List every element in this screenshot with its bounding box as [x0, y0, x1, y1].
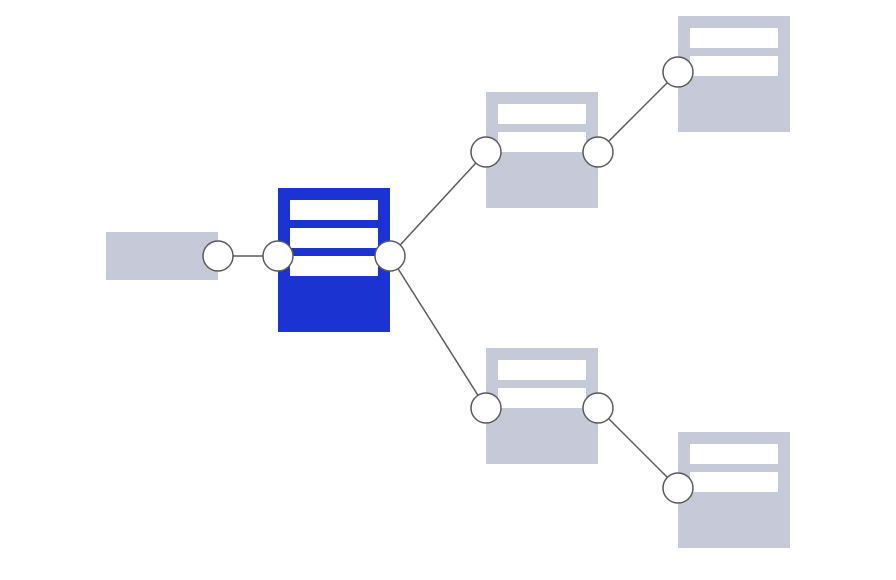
edge-center-to-lower-middle[interactable] — [389, 255, 487, 409]
source-output-port[interactable] — [202, 240, 234, 272]
edges-layer — [218, 71, 679, 489]
node-field — [498, 360, 586, 380]
lower-middle-output-port[interactable] — [582, 392, 614, 424]
upper-middle-output-port[interactable] — [582, 136, 614, 168]
node-upper-middle[interactable] — [486, 92, 598, 208]
node-body[interactable] — [106, 232, 218, 280]
edge-center-to-upper-middle[interactable] — [389, 151, 487, 257]
node-field — [690, 56, 778, 76]
node-center[interactable] — [278, 188, 390, 332]
upper-middle-input-port[interactable] — [470, 136, 502, 168]
lower-right-input-port[interactable] — [662, 472, 694, 504]
node-field — [498, 132, 586, 152]
node-upper-right[interactable] — [678, 16, 790, 132]
node-field — [498, 388, 586, 408]
node-source[interactable] — [106, 232, 218, 280]
lower-middle-input-port[interactable] — [470, 392, 502, 424]
node-lower-right[interactable] — [678, 432, 790, 548]
node-field — [290, 256, 378, 276]
center-input-port[interactable] — [262, 240, 294, 272]
node-field — [290, 228, 378, 248]
upper-right-input-port[interactable] — [662, 56, 694, 88]
node-field — [290, 200, 378, 220]
node-field — [690, 444, 778, 464]
center-output-port[interactable] — [374, 240, 406, 272]
node-field — [498, 104, 586, 124]
edge-lower-middle-to-lower-right[interactable] — [597, 407, 679, 489]
node-lower-middle[interactable] — [486, 348, 598, 464]
node-field — [690, 28, 778, 48]
edge-upper-middle-to-upper-right[interactable] — [597, 71, 679, 153]
ports-layer — [202, 56, 694, 504]
nodes-layer — [106, 16, 790, 548]
node-field — [690, 472, 778, 492]
